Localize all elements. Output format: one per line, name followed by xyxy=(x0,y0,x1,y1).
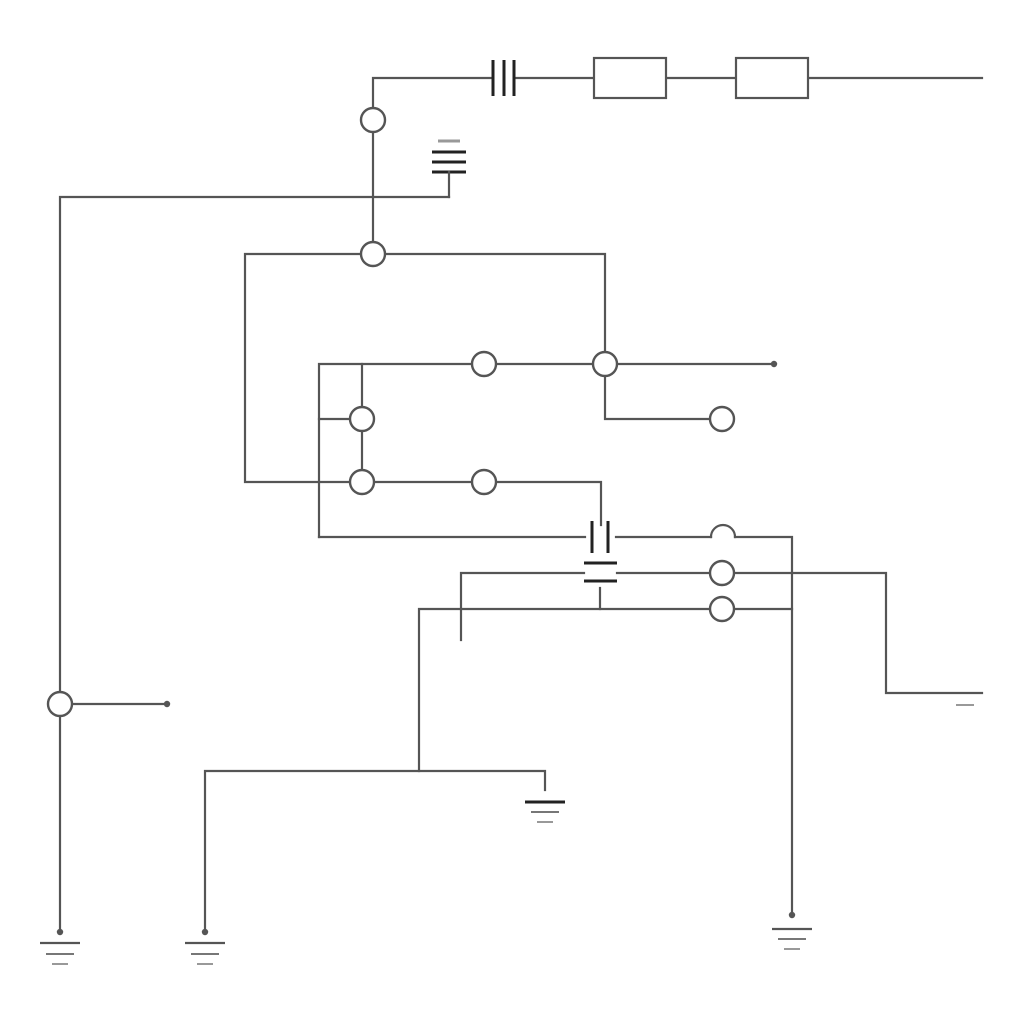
ground-symbol-middle xyxy=(525,800,565,823)
junction-node xyxy=(359,106,387,134)
junction-node xyxy=(46,690,74,718)
junction-node xyxy=(470,468,498,496)
junction-node xyxy=(591,350,619,378)
junction-node xyxy=(708,559,736,587)
resistor-2 xyxy=(734,56,810,100)
junction-node xyxy=(348,405,376,433)
junction-node xyxy=(470,350,498,378)
capacitor-top xyxy=(491,60,516,96)
capacitor-middle xyxy=(590,521,610,553)
resistor-1 xyxy=(592,56,668,100)
ground-symbol-left xyxy=(40,941,80,965)
ground-symbol-bottom-right xyxy=(772,927,812,950)
top-branch xyxy=(371,56,984,122)
junction-nodes xyxy=(46,106,736,718)
junction-node xyxy=(359,240,387,268)
junction-node xyxy=(348,468,376,496)
capacitor-lower xyxy=(584,561,617,583)
junction-node xyxy=(708,405,736,433)
battery-cell xyxy=(432,139,466,199)
junction-node xyxy=(708,595,736,623)
ground-symbol-bottom-left xyxy=(185,941,225,965)
